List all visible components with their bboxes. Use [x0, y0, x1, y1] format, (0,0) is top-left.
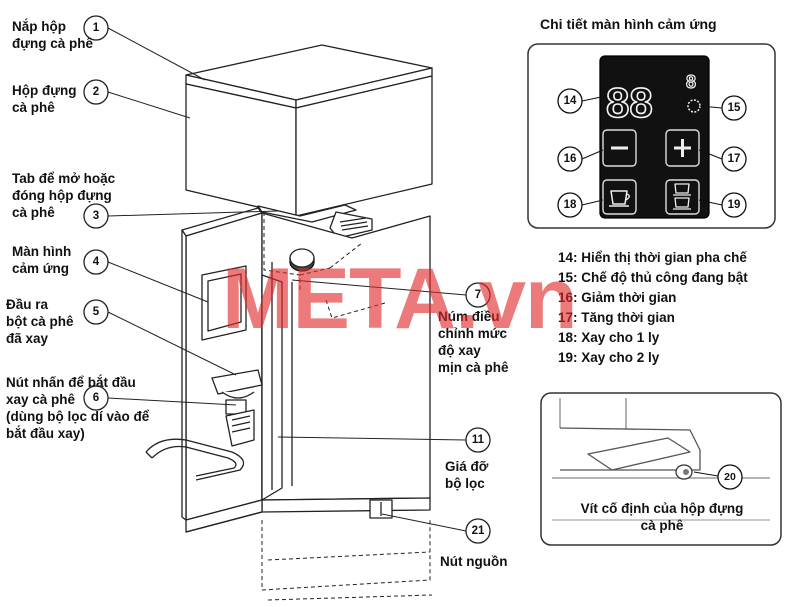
label-spout: Đầu ra bột cà phê đã xay [6, 297, 74, 346]
callout-num-1: 1 [93, 22, 100, 34]
label-power-button: Nút nguồn [440, 554, 508, 569]
callout-num-3: 3 [93, 210, 99, 222]
callout-num-15: 15 [728, 102, 741, 114]
callout-numbers: 1 2 3 4 5 6 7 11 21 14 15 16 17 18 19 20 [93, 22, 741, 537]
power-switch-drawing [369, 499, 393, 519]
callout-num-7: 7 [475, 289, 481, 301]
callout-num-4: 4 [93, 256, 100, 268]
spout-drawing [211, 369, 263, 447]
callout-num-18: 18 [564, 199, 577, 211]
label-grind-knob: Núm điều chỉnh mức độ xay mịn cà phê [438, 309, 509, 375]
touchscreen-detail-title: Chi tiết màn hình cảm ứng [540, 16, 717, 32]
legend-item-18: 18: Xay cho 1 ly [558, 330, 660, 345]
callout-circles [83, 15, 491, 544]
legend-item-19: 19: Xay cho 2 ly [558, 350, 660, 365]
dashed-guides [261, 212, 433, 601]
legend-item-17: 17: Tăng thời gian [558, 310, 675, 325]
legend-item-14: 14: Hiển thị thời gian pha chế [558, 250, 747, 265]
label-touchscreen: Màn hình cảm ứng [12, 244, 72, 276]
label-hopper-lid: Nắp hộp đựng cà phê [12, 19, 94, 51]
legend-item-15: 15: Chế độ thủ công đang bật [558, 270, 748, 285]
grind-knob-drawing [289, 248, 315, 272]
callout-num-21: 21 [472, 525, 485, 537]
callout-num-19: 19 [728, 199, 741, 211]
leader-lines [107, 27, 467, 532]
callout-num-14: 14 [564, 95, 577, 107]
callout-num-20: 20 [724, 471, 736, 483]
touchscreen-panel-drawing [527, 43, 776, 229]
callout-num-16: 16 [564, 153, 577, 165]
label-hopper: Hộp đựng cà phê [12, 83, 77, 115]
hopper-lid-drawing [185, 44, 433, 109]
callout-num-11: 11 [472, 434, 485, 446]
callout-num-6: 6 [93, 392, 99, 404]
label-hopper-screw: Vít cố định của hộp đựng cà phê [580, 501, 744, 533]
label-start-button: Nút nhấn để bắt đầu xay cà phê (dùng bộ … [6, 375, 150, 441]
timer-display-small-digit: 8 [686, 72, 696, 92]
legend-item-16: 16: Giảm thời gian [558, 290, 677, 305]
body-touchscreen-drawing [201, 265, 247, 341]
label-filter-holder: Giá đỡ bộ lọc [445, 459, 489, 491]
callout-num-17: 17 [728, 153, 741, 165]
watermark: META.vn [222, 251, 578, 347]
touchscreen-legend: 14: Hiển thị thời gian pha chế 15: Chế đ… [558, 248, 748, 368]
callout-num-5: 5 [93, 306, 100, 318]
hopper-box-drawing [185, 75, 433, 217]
screw-detail-panel-drawing [540, 392, 782, 546]
callout-num-2: 2 [93, 86, 99, 98]
timer-display-digits: 88 [606, 79, 653, 126]
label-hopper-tab: Tab để mở hoặc đóng hộp đựng cà phê [12, 171, 116, 220]
filter-holder-drawing [145, 438, 245, 481]
